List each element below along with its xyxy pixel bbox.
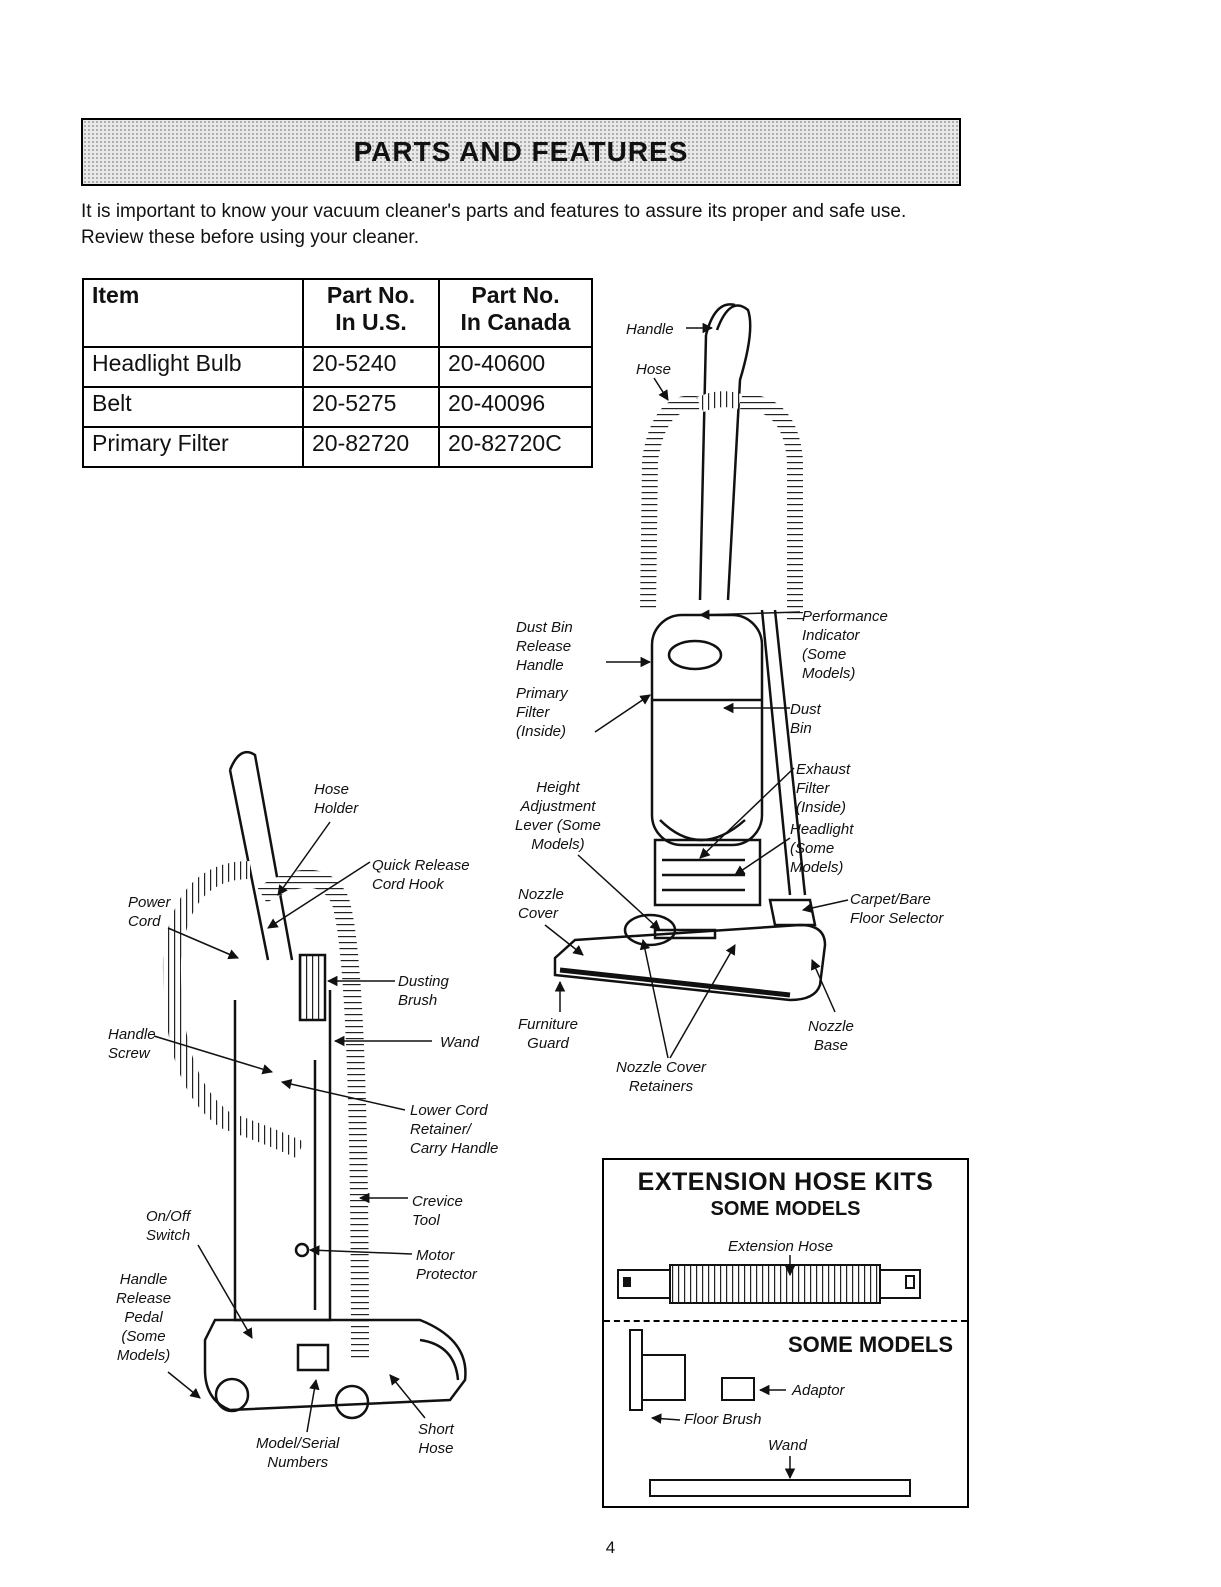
cell-item: Primary Filter	[82, 426, 304, 468]
label-dust-bin-release: Dust Bin Release Handle	[516, 619, 573, 674]
front-leader-lines	[544, 322, 849, 1059]
table-row: Primary Filter 20-82720 20-82720C	[82, 426, 593, 468]
header-item: Item	[82, 278, 304, 348]
header-part-us: Part No. In U.S.	[302, 278, 440, 348]
label-hose-holder: Hose Holder	[314, 781, 359, 817]
label-furniture-guard: Furniture Guard	[518, 1016, 579, 1052]
label-height-adjustment: Height Adjustment Lever (Some Models)	[515, 779, 601, 853]
cell-part-us: 20-5275	[302, 386, 440, 428]
label-hose: Hose	[636, 361, 672, 378]
label-handle-screw: Handle Screw	[108, 1026, 156, 1062]
parts-table: Item Part No. In U.S. Part No. In Canada…	[82, 278, 593, 468]
label-carpet-selector: Carpet/Bare Floor Selector	[850, 891, 944, 927]
label-nozzle-cover-retainers: Nozzle Cover Retainers	[616, 1059, 707, 1095]
table-row: Belt 20-5275 20-40096	[82, 386, 593, 428]
kit-title: EXTENSION HOSE KITS	[637, 1168, 934, 1196]
cell-item: Belt	[82, 386, 304, 428]
rear-leader-lines	[153, 821, 432, 1433]
page-number: 4	[605, 1538, 616, 1557]
label-performance-indicator: Performance Indicator (Some Models)	[802, 608, 888, 682]
extension-kit-illustrations	[617, 1264, 921, 1497]
label-nozzle-cover: Nozzle Cover	[518, 886, 564, 922]
label-kit-wand: Wand	[768, 1437, 807, 1454]
label-floor-brush: Floor Brush	[684, 1411, 762, 1428]
label-dust-bin: Dust Bin	[790, 701, 821, 737]
label-handle: Handle	[626, 321, 674, 338]
label-primary-filter: Primary Filter (Inside)	[516, 685, 568, 740]
intro-paragraph: It is important to know your vacuum clea…	[81, 201, 907, 248]
section-title: PARTS AND FEATURES	[353, 136, 689, 167]
table-row: Headlight Bulb 20-5240 20-40600	[82, 346, 593, 388]
cell-part-us: 20-5240	[302, 346, 440, 388]
label-quick-release: Quick Release Cord Hook	[372, 857, 470, 893]
label-nozzle-base: Nozzle Base	[808, 1018, 854, 1054]
kit-leader-lines	[650, 1255, 796, 1480]
cell-part-canada: 20-40096	[438, 386, 593, 428]
label-crevice-tool: Crevice Tool	[412, 1193, 463, 1229]
label-handle-release: Handle Release Pedal (Some Models)	[116, 1271, 172, 1364]
label-extension-hose: Extension Hose	[728, 1238, 834, 1255]
section-banner: PARTS AND FEATURES	[81, 118, 961, 186]
label-headlight: Headlight (Some Models)	[790, 821, 854, 876]
label-short-hose: Short Hose	[418, 1421, 454, 1457]
cell-part-canada: 20-82720C	[438, 426, 593, 468]
header-part-canada: Part No. In Canada	[438, 278, 593, 348]
label-dusting-brush: Dusting Brush	[398, 973, 449, 1009]
kit-divider	[604, 1320, 967, 1322]
table-header-row: Item Part No. In U.S. Part No. In Canada	[82, 278, 593, 348]
kit-subtitle: SOME MODELS	[710, 1198, 861, 1220]
cell-item: Headlight Bulb	[82, 346, 304, 388]
label-motor-protector: Motor Protector	[416, 1247, 477, 1283]
label-adaptor: Adaptor	[792, 1382, 845, 1399]
cell-part-canada: 20-40600	[438, 346, 593, 388]
kit-subtitle-2: SOME MODELS	[787, 1332, 953, 1357]
rear-vacuum-illustration	[162, 750, 467, 1420]
label-exhaust-filter: Exhaust Filter (Inside)	[796, 761, 851, 816]
label-on-off-switch: On/Off Switch	[146, 1208, 191, 1244]
extension-kit-box: EXTENSION HOSE KITS SOME MODELS SOME MOD…	[602, 1158, 969, 1508]
cell-part-us: 20-82720	[302, 426, 440, 468]
label-power-cord: Power Cord	[128, 894, 171, 930]
label-model-serial: Model/Serial Numbers	[256, 1435, 340, 1471]
front-vacuum-illustration	[553, 303, 827, 1002]
label-lower-cord: Lower Cord Retainer/ Carry Handle	[410, 1102, 499, 1157]
label-wand: Wand	[440, 1034, 479, 1051]
